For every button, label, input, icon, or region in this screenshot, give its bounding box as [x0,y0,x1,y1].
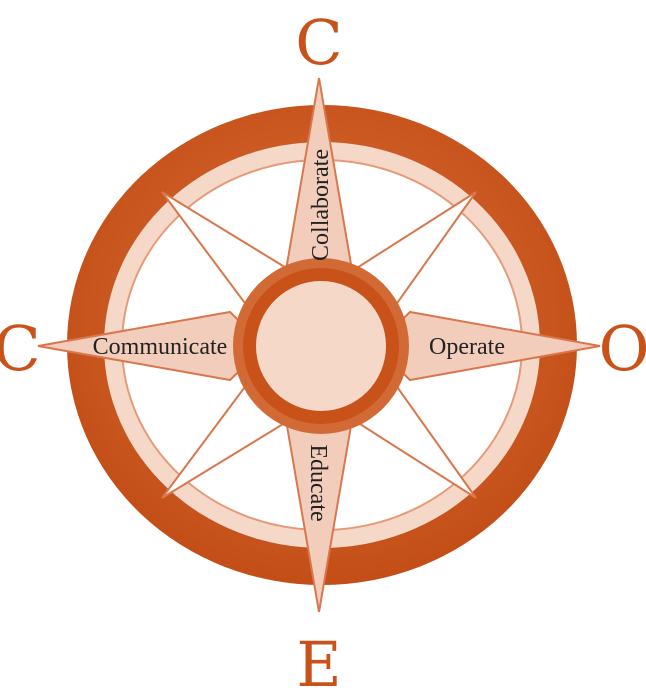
label-educate: Educate [305,444,331,521]
letter-south: E [296,628,341,692]
label-communicate: Communicate [93,334,228,360]
letter-east: O [599,312,646,385]
letter-west: C [0,312,41,385]
label-operate: Operate [429,334,505,360]
hub-center [256,281,386,411]
letter-north: C [295,6,342,79]
label-collaborate: Collaborate [308,149,334,261]
